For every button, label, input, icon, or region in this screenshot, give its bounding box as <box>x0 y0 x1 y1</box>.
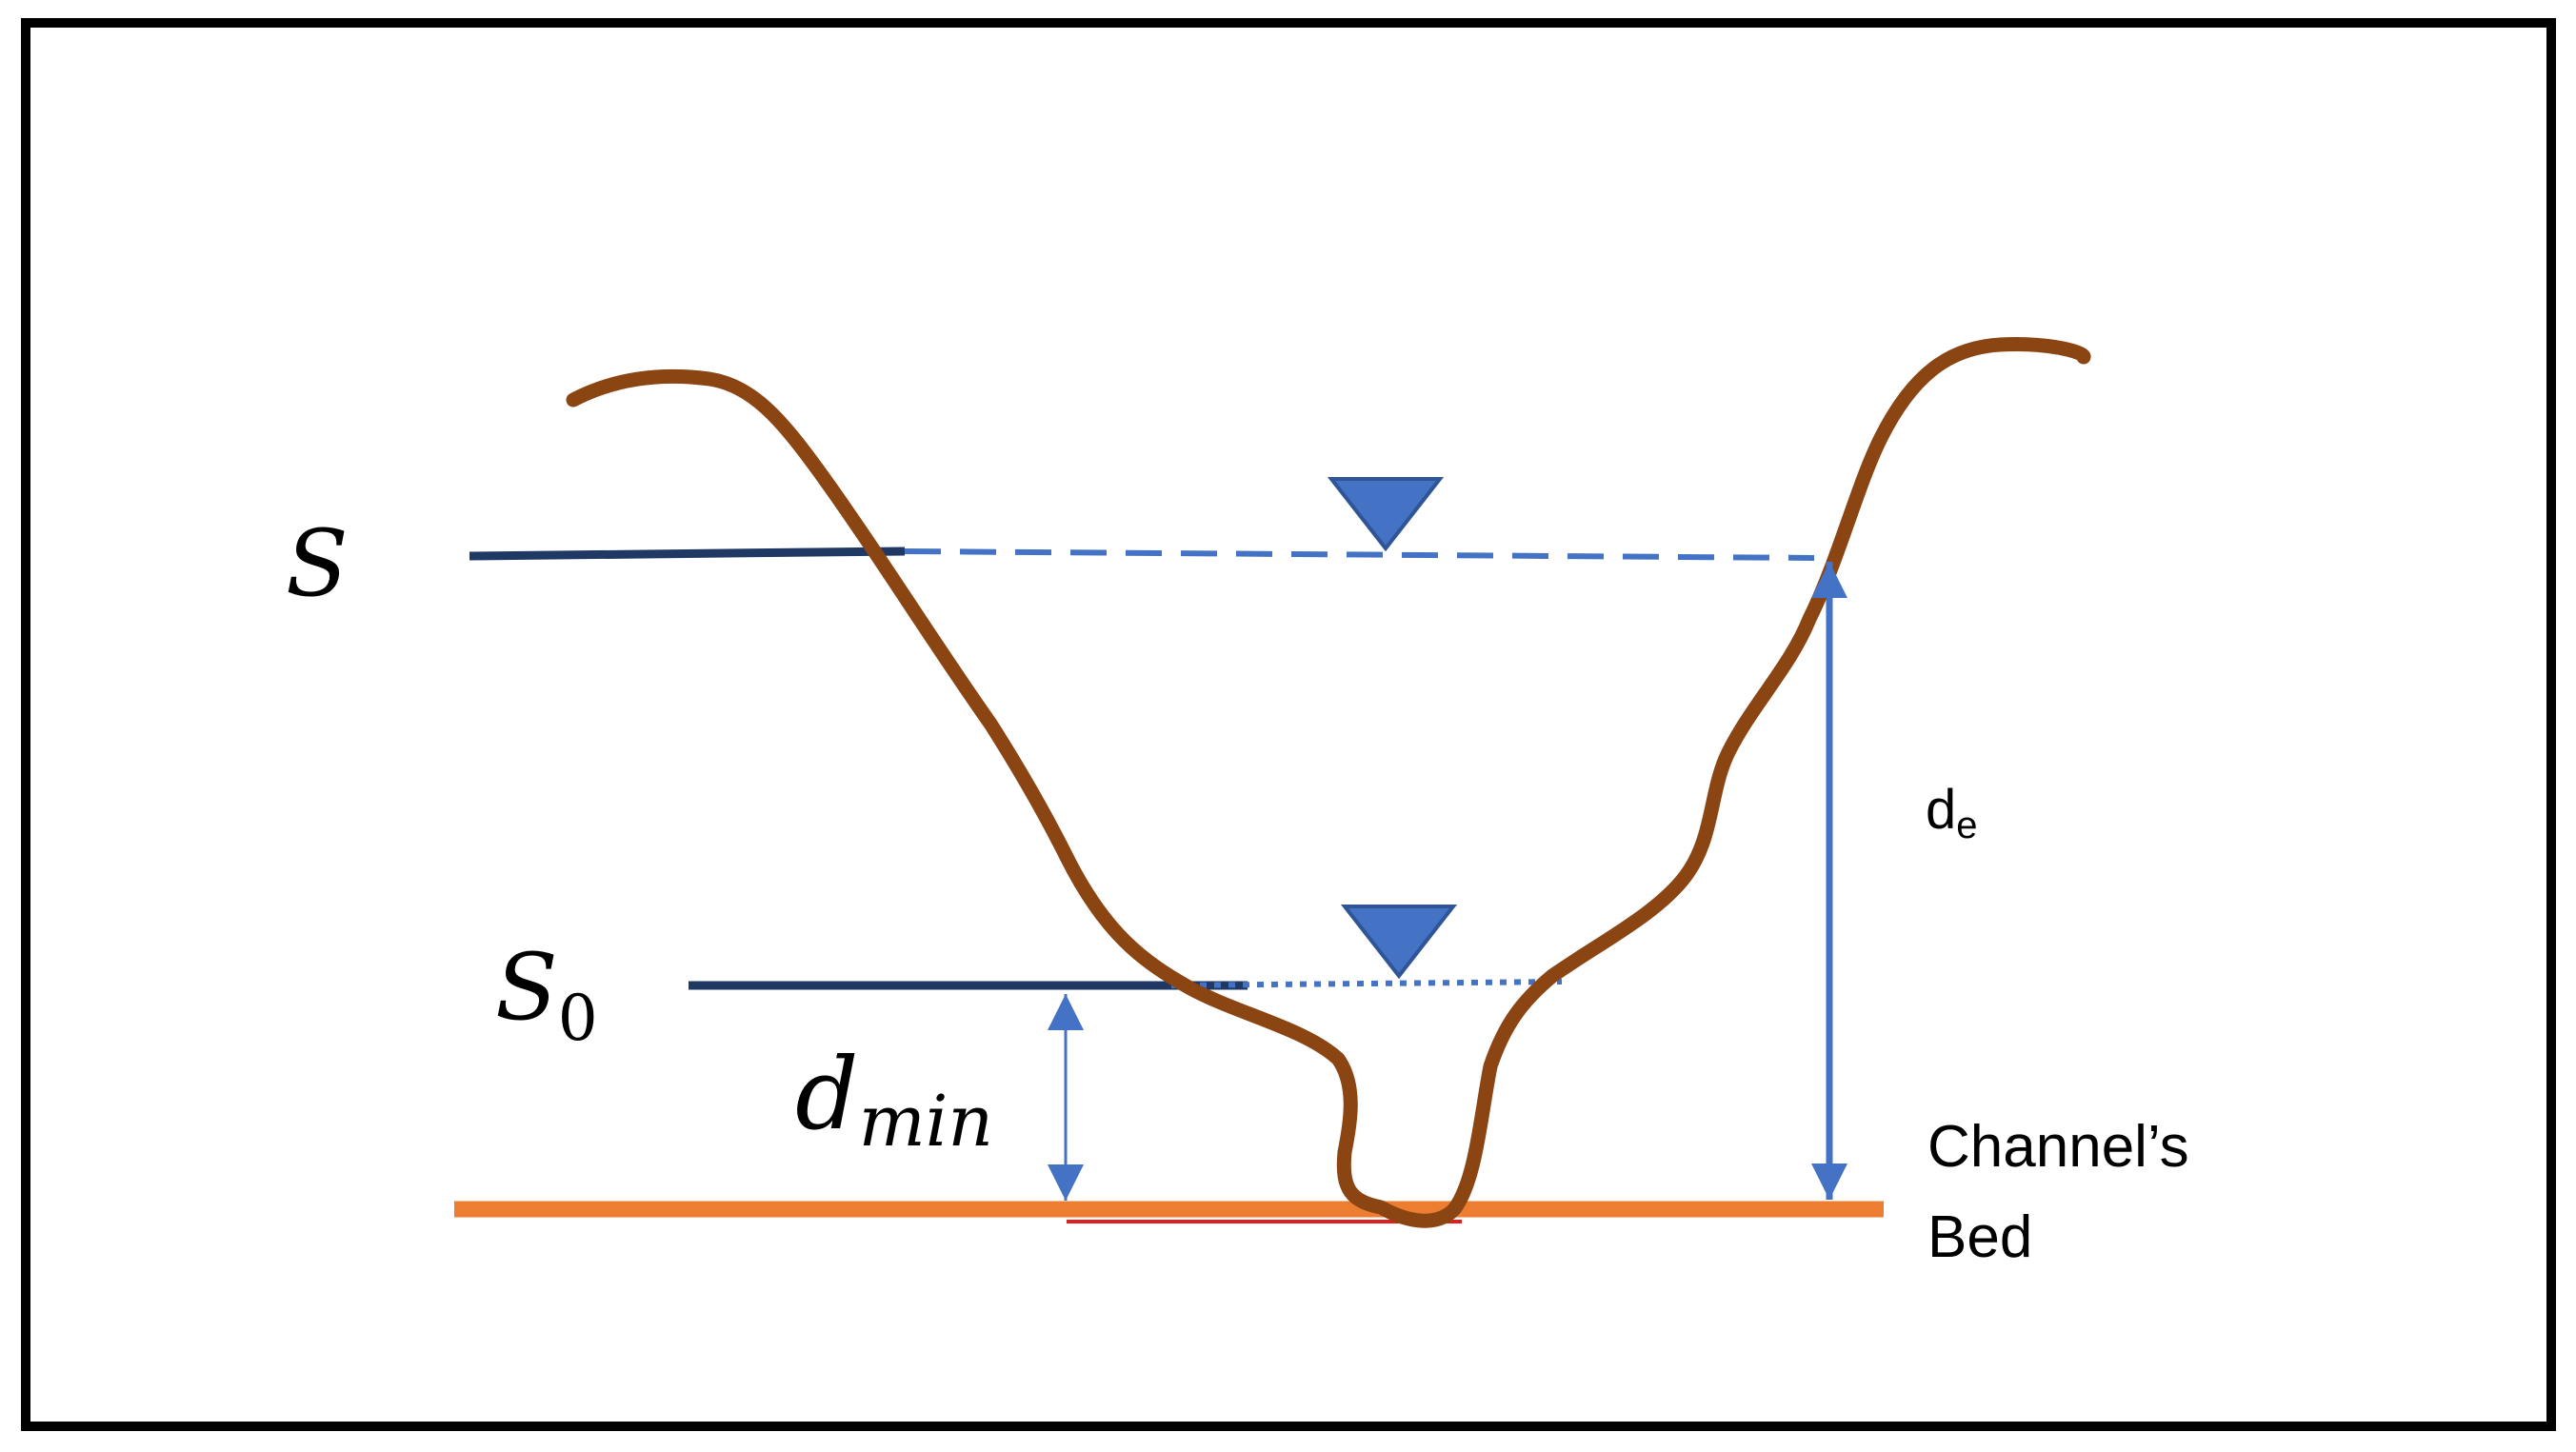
de-label-subscript: e <box>1956 805 1977 846</box>
channel-bed-label-line1: Channel’s <box>1927 1114 2189 1180</box>
dmin-label: dmin <box>795 1036 993 1163</box>
diagram-frame <box>21 18 2556 1431</box>
s-level-line <box>469 547 906 561</box>
s0-label-subscript: 0 <box>558 982 598 1055</box>
water-level-triangle-icon <box>1327 477 1445 552</box>
channel-bed-label: Channel’s Bed <box>1927 1114 2206 1270</box>
dmin-label-base: d <box>795 1036 859 1152</box>
s-label: S <box>286 510 349 617</box>
s-water-surface-dashed <box>904 548 1815 561</box>
channel-bed-label-line2: Bed <box>1927 1204 2032 1270</box>
de-label: de <box>1926 779 1978 846</box>
de-label-base: d <box>1926 779 1956 841</box>
water-level-triangle-icon <box>1340 905 1458 980</box>
s0-label-base: S <box>495 934 558 1041</box>
s0-label: S0 <box>495 934 598 1055</box>
dmin-label-subscript: min <box>859 1081 994 1163</box>
